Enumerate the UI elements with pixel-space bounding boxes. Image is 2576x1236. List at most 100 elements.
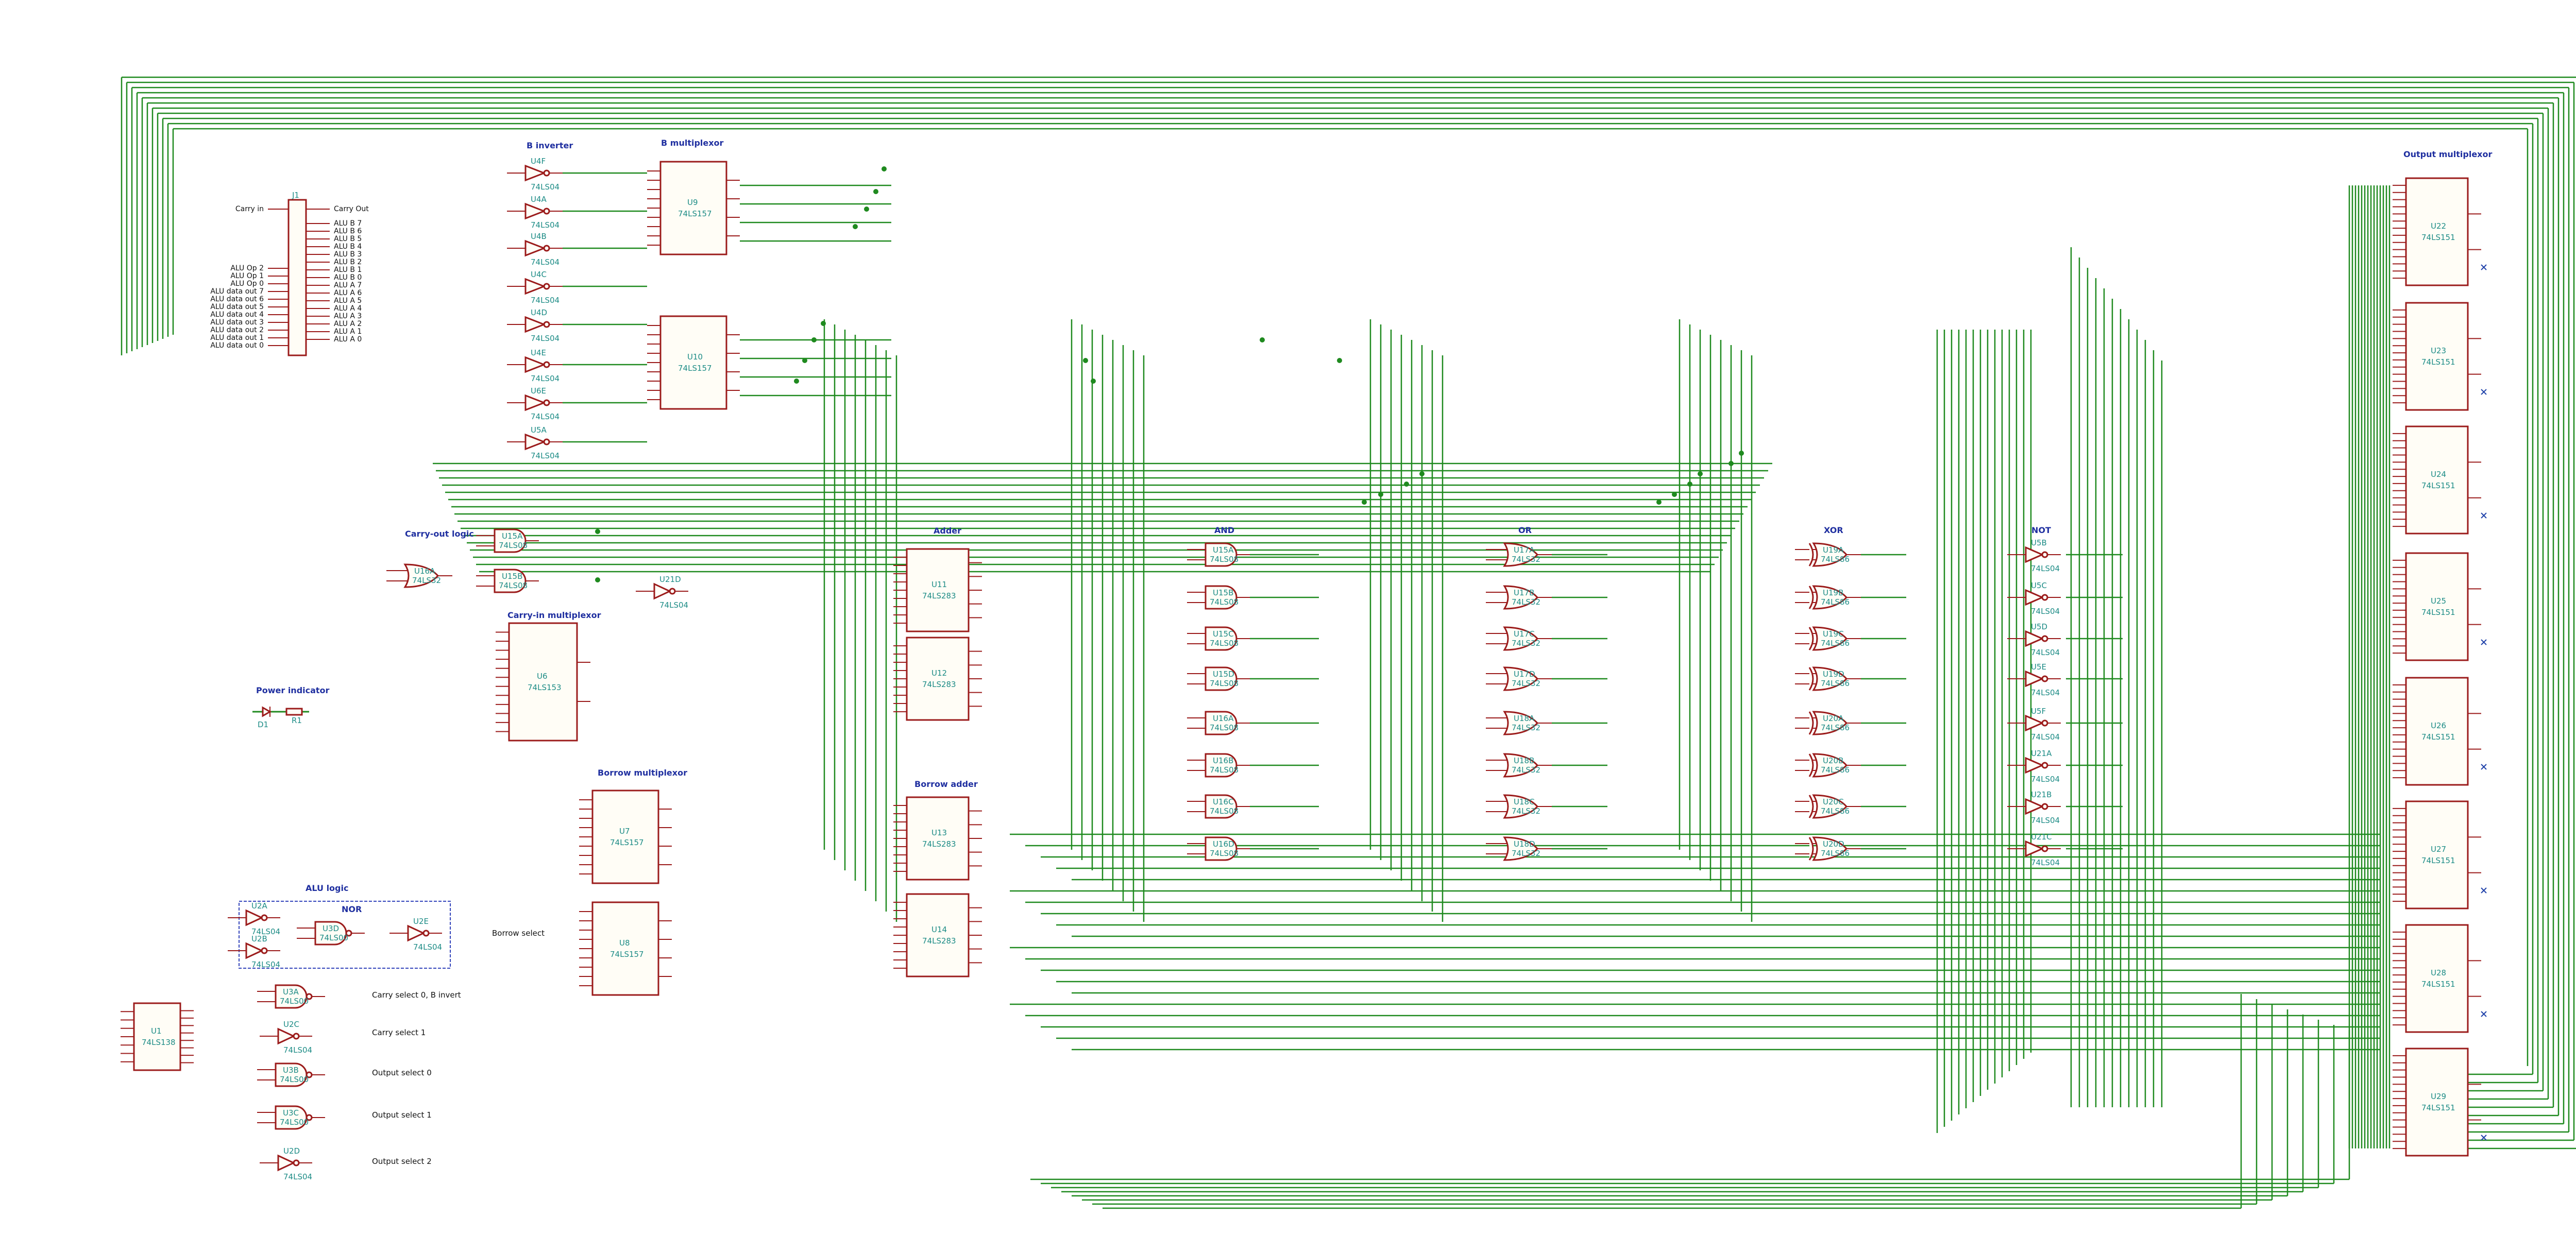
chip-ref: U6 — [537, 672, 548, 681]
title-b-inverter: B inverter — [527, 141, 573, 150]
gate-value: 74LS32 — [1512, 679, 1540, 688]
chip-ref: U10 — [687, 352, 703, 362]
connector-right-label: ALU A 7 — [334, 281, 362, 289]
chip-body — [2405, 677, 2469, 786]
chip-body — [591, 901, 659, 996]
and-body — [1205, 753, 1238, 778]
resistor-r1-symbol — [285, 708, 303, 716]
or-body — [1812, 711, 1848, 735]
wire-junction — [853, 224, 858, 229]
gate-value: 74LS00 — [280, 997, 309, 1006]
or-body — [1812, 585, 1848, 610]
wire-junction — [595, 577, 600, 582]
gate-value: 74LS08 — [1210, 597, 1239, 607]
xor-extra-arc — [1808, 795, 1814, 818]
gate-ref: U15C — [1213, 629, 1234, 639]
connector-left-label: ALU Op 1 — [230, 272, 264, 280]
inverter-body — [2025, 670, 2044, 688]
gate-value: 74LS08 — [499, 541, 528, 550]
inverter-body — [245, 942, 264, 959]
wire-junction — [1698, 471, 1703, 476]
inverter-bubble — [293, 1159, 300, 1166]
gate-value: 74LS32 — [1512, 597, 1540, 607]
wire-junction — [864, 207, 869, 212]
gate-ref: U5E — [2031, 662, 2046, 672]
chip-body — [2405, 924, 2469, 1033]
gate-ref: U4A — [531, 195, 547, 204]
chip-ref: U23 — [2431, 346, 2446, 355]
gate-ref: U4F — [531, 157, 546, 166]
wire-junction — [1091, 379, 1096, 384]
net-output-select-0: Output select 0 — [372, 1068, 432, 1077]
and-body — [1205, 711, 1238, 735]
gate-value: 74LS04 — [2031, 858, 2060, 867]
xor-extra-arc — [1808, 667, 1814, 691]
title-adder: Adder — [934, 526, 961, 536]
nc-markers — [2481, 512, 2487, 519]
gate-ref: U15B — [1213, 588, 1233, 597]
title-power-indicator: Power indicator — [256, 685, 330, 695]
nc-mark — [2481, 1135, 2487, 1141]
chip-value: 74LS151 — [2421, 481, 2455, 490]
gate-ref: U16C — [1213, 797, 1234, 806]
gate-ref: U18A — [1514, 714, 1535, 723]
chip-ref: U7 — [619, 827, 630, 836]
gate-value: 74LS86 — [1821, 555, 1850, 564]
inverter-body — [2025, 630, 2044, 647]
chip-value: 74LS157 — [610, 950, 644, 959]
chip-ref: U13 — [931, 828, 947, 837]
gate-ref: U5F — [2031, 707, 2046, 716]
chip-body — [2405, 1048, 2469, 1157]
gate-ref: U18D — [1514, 839, 1535, 849]
nc-mark — [2481, 264, 2487, 270]
gate-value: 74LS08 — [1210, 679, 1239, 688]
inverter-bubble — [2041, 675, 2048, 682]
gate-ref: U20C — [1823, 797, 1844, 806]
gate-value: 74LS32 — [1512, 765, 1540, 775]
gate-value: 74LS04 — [2031, 816, 2060, 825]
wire-junction — [821, 321, 826, 326]
net-borrow-select: Borrow select — [492, 929, 545, 938]
wire-junction — [873, 189, 878, 194]
inverter-bubble — [2041, 551, 2048, 558]
gate-ref: U5D — [2031, 622, 2047, 631]
gate-value: 74LS86 — [1821, 723, 1850, 732]
chip-value: 74LS283 — [922, 591, 956, 600]
gate-value: 74LS04 — [531, 374, 560, 383]
gate-ref: U20A — [1823, 714, 1844, 723]
connector-right-label: ALU B 7 — [334, 219, 362, 228]
inverter-body — [2025, 840, 2044, 857]
gate-ref: U18B — [1514, 756, 1534, 765]
wire-junction — [1672, 492, 1677, 497]
title-borrow-mux: Borrow multiplexor — [598, 768, 687, 778]
gate-ref: U17D — [1514, 670, 1535, 679]
title-output-mux: Output multiplexor — [2403, 149, 2492, 159]
inverter-bubble — [543, 245, 550, 252]
connector-right-label: ALU B 3 — [334, 250, 362, 259]
connector-right-label: ALU A 4 — [334, 304, 362, 313]
gate-ref: U3C — [283, 1108, 299, 1118]
or-body — [1503, 585, 1539, 610]
gate-ref: U17A — [1514, 545, 1535, 555]
